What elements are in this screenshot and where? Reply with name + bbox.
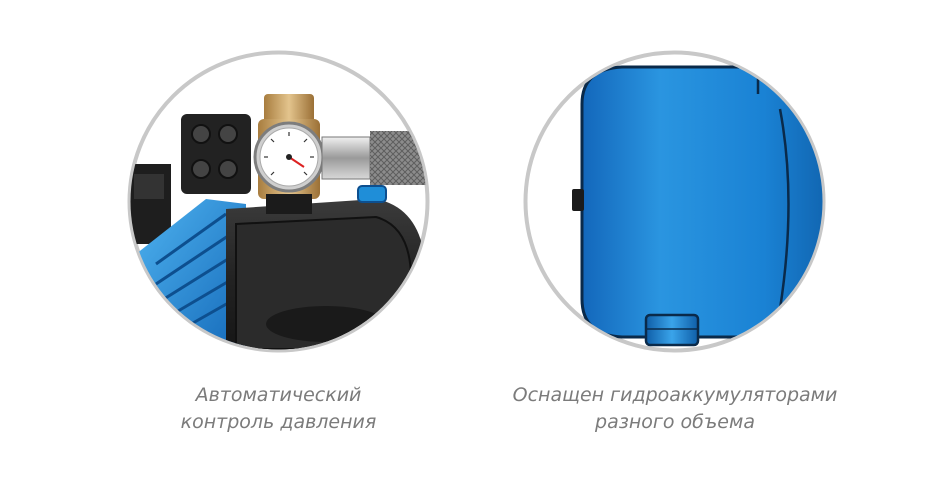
pump-illustration-circle xyxy=(126,49,431,354)
blue-accumulator-tank-icon xyxy=(523,50,826,353)
feature-caption: Оснащен гидроаккумуляторами разного объе… xyxy=(474,382,876,436)
caption-line-2: разного объема xyxy=(595,411,755,433)
feature-caption: Автоматический контроль давления xyxy=(126,382,431,436)
caption-line-1: Оснащен гидроаккумуляторами xyxy=(512,384,838,406)
pump-pressure-gauge-icon xyxy=(127,50,430,353)
caption-line-2: контроль давления xyxy=(180,411,377,433)
tank-illustration-circle xyxy=(522,49,827,354)
caption-line-1: Автоматический xyxy=(195,384,362,406)
